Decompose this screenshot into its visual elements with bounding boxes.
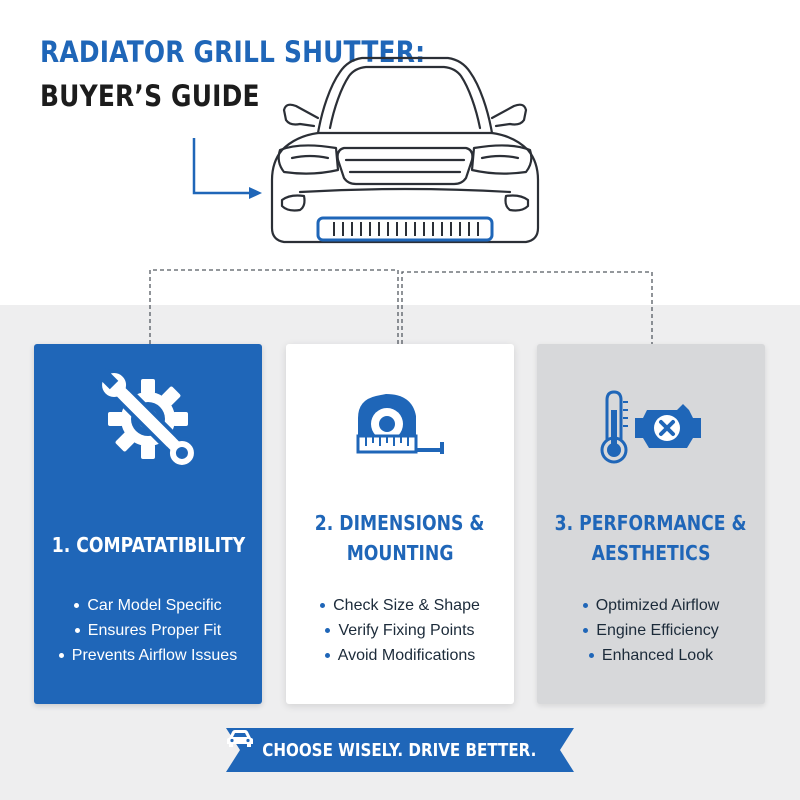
card-2-bullets: Check Size & Shape Verify Fixing Points … — [286, 593, 514, 668]
right-headlight — [470, 144, 533, 175]
upper-grille — [336, 146, 474, 186]
page-title-line-1: RADIATOR GRILL SHUTTER: — [40, 35, 426, 69]
card-performance-aesthetics: 3. PERFORMANCE & AESTHETICS Optimized Ai… — [537, 344, 765, 704]
left-mirror — [282, 103, 320, 128]
wrench-gear-icon — [97, 368, 198, 469]
header-background — [0, 0, 800, 305]
list-item: Enhanced Look — [537, 643, 765, 668]
car-front-illustration — [192, 56, 540, 244]
card-1-title: 1. COMPATATIBILITY — [51, 533, 245, 557]
banner-text: CHOOSE WISELY. DRIVE BETTER. — [261, 739, 536, 761]
car-body-outline — [316, 56, 494, 135]
card-2-title: 2. DIMENSIONS & MOUNTING — [315, 511, 485, 565]
list-item: Check Size & Shape — [286, 593, 514, 618]
tape-measure-icon — [356, 394, 444, 454]
left-headlight — [277, 144, 340, 175]
list-item: Car Model Specific — [34, 593, 262, 618]
list-item: Avoid Modifications — [286, 643, 514, 668]
card-dimensions-mounting: 2. DIMENSIONS & MOUNTING Check Size & Sh… — [286, 344, 514, 704]
list-item: Prevents Airflow Issues — [34, 643, 262, 668]
footer-banner: CHOOSE WISELY. DRIVE BETTER. — [226, 728, 574, 772]
list-item: Verify Fixing Points — [286, 618, 514, 643]
card-1-bullets: Car Model Specific Ensures Proper Fit Pr… — [34, 593, 262, 668]
card-compatibility: 1. COMPATATIBILITY Car Model Specific En… — [34, 344, 262, 704]
banner-ribbon-shape — [226, 728, 574, 772]
list-item: Engine Efficiency — [537, 618, 765, 643]
list-item: Optimized Airflow — [537, 593, 765, 618]
card-3-bullets: Optimized Airflow Engine Efficiency Enha… — [537, 593, 765, 668]
grill-shutter-highlight — [316, 216, 494, 242]
thermometer-engine-icon — [600, 390, 701, 464]
card-3-title: 3. PERFORMANCE & AESTHETICS — [555, 511, 747, 565]
right-mirror — [490, 103, 528, 128]
list-item: Ensures Proper Fit — [34, 618, 262, 643]
page-title-line-2: BUYER’S GUIDE — [40, 79, 260, 113]
pointer-arrow — [192, 138, 250, 195]
car-icon — [227, 730, 253, 747]
